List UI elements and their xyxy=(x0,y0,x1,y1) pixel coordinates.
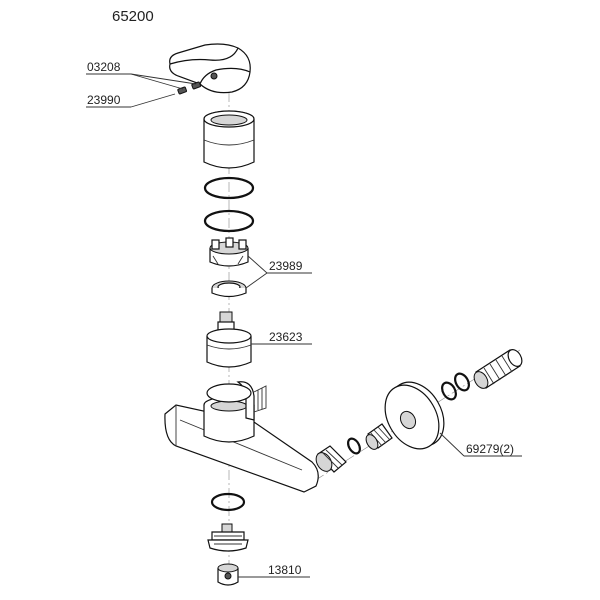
label-13810: 13810 xyxy=(268,563,302,577)
washer-ring-23989 xyxy=(211,280,247,298)
set-screw-03208 xyxy=(177,81,202,95)
aerator-13810 xyxy=(217,563,239,586)
small-o-ring-1 xyxy=(347,437,361,455)
callout-23989: 23989 xyxy=(245,255,312,289)
o-ring-bottom xyxy=(210,492,246,512)
callout-03208: 03208 xyxy=(86,60,197,90)
diverter-valve xyxy=(207,523,249,552)
callout-23623: 23623 xyxy=(251,330,312,345)
union-nut xyxy=(315,445,347,473)
faucet-body xyxy=(164,381,319,493)
small-o-ring-3 xyxy=(454,372,470,392)
castle-nut-23989 xyxy=(209,237,249,267)
label-23623: 23623 xyxy=(269,330,303,344)
label-03208: 03208 xyxy=(87,60,121,74)
callout-69279: 69279(2) xyxy=(439,432,522,457)
o-ring-lower xyxy=(203,209,255,233)
callout-23990: 23990 xyxy=(86,93,176,108)
handle-sleeve xyxy=(203,110,255,169)
label-23989: 23989 xyxy=(269,259,303,273)
label-23990: 23990 xyxy=(87,93,121,107)
eccentric-connector xyxy=(365,423,393,450)
model-number: 65200 xyxy=(112,8,154,25)
lever-handle xyxy=(169,43,251,94)
label-69279: 69279(2) xyxy=(466,442,514,456)
small-o-ring-2 xyxy=(441,381,457,401)
wall-flange-69279 xyxy=(384,381,445,450)
threaded-inlet xyxy=(473,349,523,389)
callout-13810: 13810 xyxy=(238,563,310,578)
cartridge-23623 xyxy=(206,311,252,368)
o-ring-upper xyxy=(203,176,255,200)
